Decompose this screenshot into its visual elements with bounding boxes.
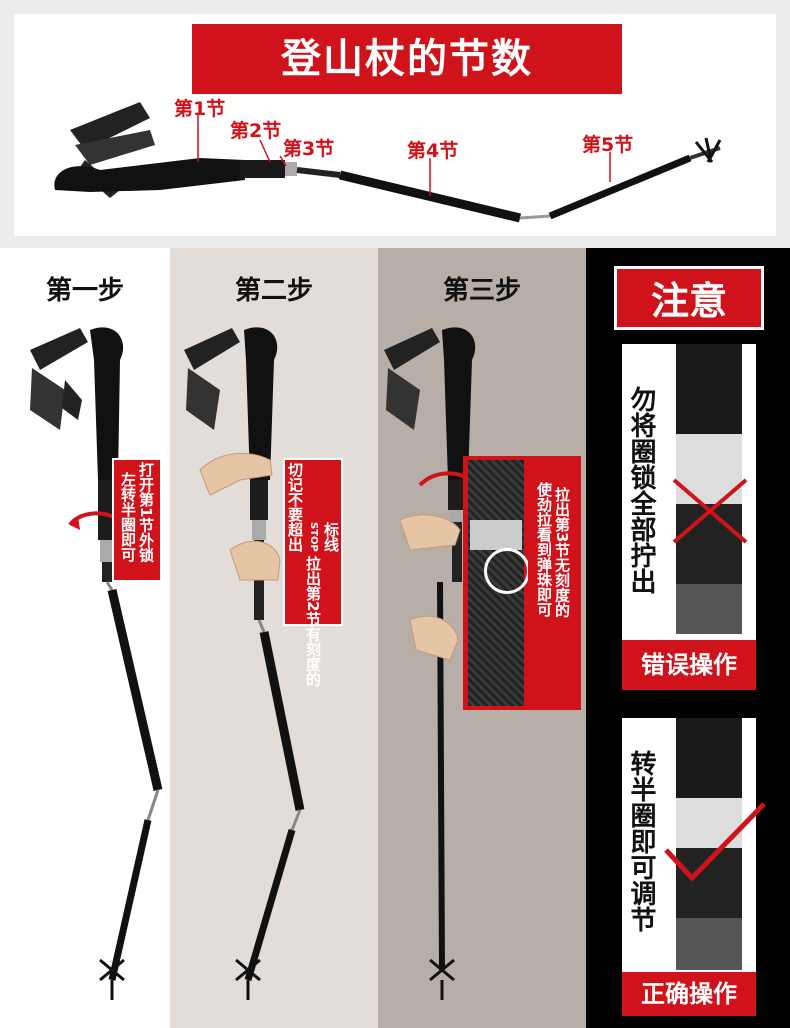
step-2-note-line-1: 切记不要超出	[286, 462, 304, 552]
right-check-icon	[664, 802, 766, 882]
step-2-stop-label: STOP	[308, 522, 319, 552]
step-2-note-line-4: 拉出第2节有刻度的	[304, 556, 322, 687]
segment-4-shaft	[338, 170, 522, 223]
segment-label-2: 第2节	[230, 120, 282, 142]
step-1-note: 左转半圈即可打开第1节外锁	[112, 458, 162, 582]
hand-lower	[229, 540, 281, 581]
step-3-pole	[384, 327, 476, 1000]
wrong-cross-icon	[672, 478, 748, 544]
step-3-title: 第三步	[442, 276, 521, 306]
step-3-note: 使劲拉看到弹珠即可拉出第3节无刻度的	[528, 480, 578, 664]
segment-label-5: 第5节	[582, 134, 634, 156]
step-3-note-line-2: 拉出第3节无刻度的	[553, 486, 571, 617]
step-1-note-line-1: 左转半圈即可	[119, 472, 137, 563]
step-2-pole	[184, 327, 305, 1000]
segment-label-1: 第1节	[174, 98, 226, 120]
right-label: 正确操作	[622, 972, 756, 1016]
step-2-note-line-3: 标线	[322, 522, 340, 552]
segment-label-4: 第4节	[407, 140, 459, 162]
wrong-side-text: 勿将圈锁全部拧出	[626, 386, 656, 594]
pole-diagram	[54, 102, 722, 223]
lock-1	[240, 160, 285, 178]
segment-label-3: 第3节	[283, 138, 335, 160]
step-1-title: 第一步	[45, 276, 124, 306]
step-1-grip	[90, 327, 124, 480]
page-title: 登山杖的节数	[192, 24, 622, 94]
caution-title: 注意	[614, 266, 764, 330]
strap-shape	[70, 102, 150, 150]
grip-shape	[54, 158, 246, 192]
wrong-label: 错误操作	[622, 640, 756, 690]
step-3-note-line-1: 使劲拉看到弹珠即可	[535, 482, 553, 617]
segment-5-shaft	[548, 154, 692, 220]
step-2-title: 第二步	[234, 276, 313, 306]
step-1-note-line-2: 打开第1节外锁	[137, 462, 155, 563]
step-1-column	[0, 248, 170, 1028]
right-photo	[676, 718, 742, 970]
right-side-text: 转半圈即可调节	[626, 750, 656, 932]
step-1-pole	[30, 327, 163, 1000]
step-3-collar	[470, 520, 522, 550]
step-3-ball-highlight	[484, 548, 530, 594]
hand-upper	[199, 452, 273, 496]
